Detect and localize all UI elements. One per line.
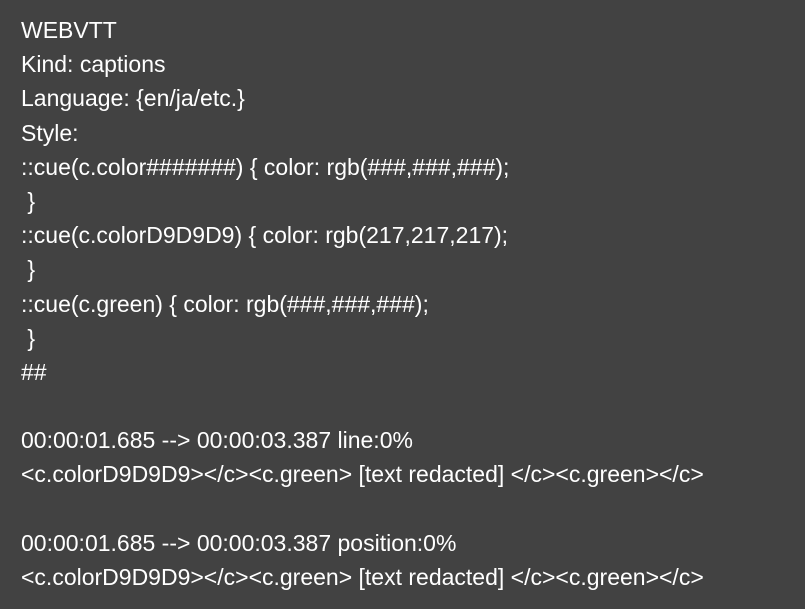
cue-timing-line: 00:00:01.685 --> 00:00:03.387 line:0%	[21, 427, 413, 454]
style-rule-close: }	[21, 187, 36, 214]
style-end-line: ##	[21, 358, 47, 385]
blank-line	[21, 492, 805, 526]
style-rule-line: ::cue(c.color#######) { color: rgb(###,#…	[21, 153, 510, 180]
cue-text-line: <c.colorD9D9D9></c><c.green> [text redac…	[21, 564, 704, 590]
style-rule-close: }	[21, 256, 36, 283]
style-label-line: Style:	[21, 119, 79, 146]
header-line: WEBVTT	[21, 17, 117, 43]
cue-timing-line: 00:00:01.685 --> 00:00:03.387 position:0…	[21, 529, 457, 556]
blank-line	[21, 389, 805, 423]
kind-line: Kind: captions	[21, 51, 166, 78]
cue-text-line: <c.colorD9D9D9></c><c.green> [text redac…	[21, 461, 704, 488]
style-rule-line: ::cue(c.green) { color: rgb(###,###,###)…	[21, 290, 429, 317]
language-line: Language: {en/ja/etc.}	[21, 85, 245, 112]
style-rule-line: ::cue(c.colorD9D9D9) { color: rgb(217,21…	[21, 222, 509, 249]
style-rule-close: }	[21, 324, 36, 351]
